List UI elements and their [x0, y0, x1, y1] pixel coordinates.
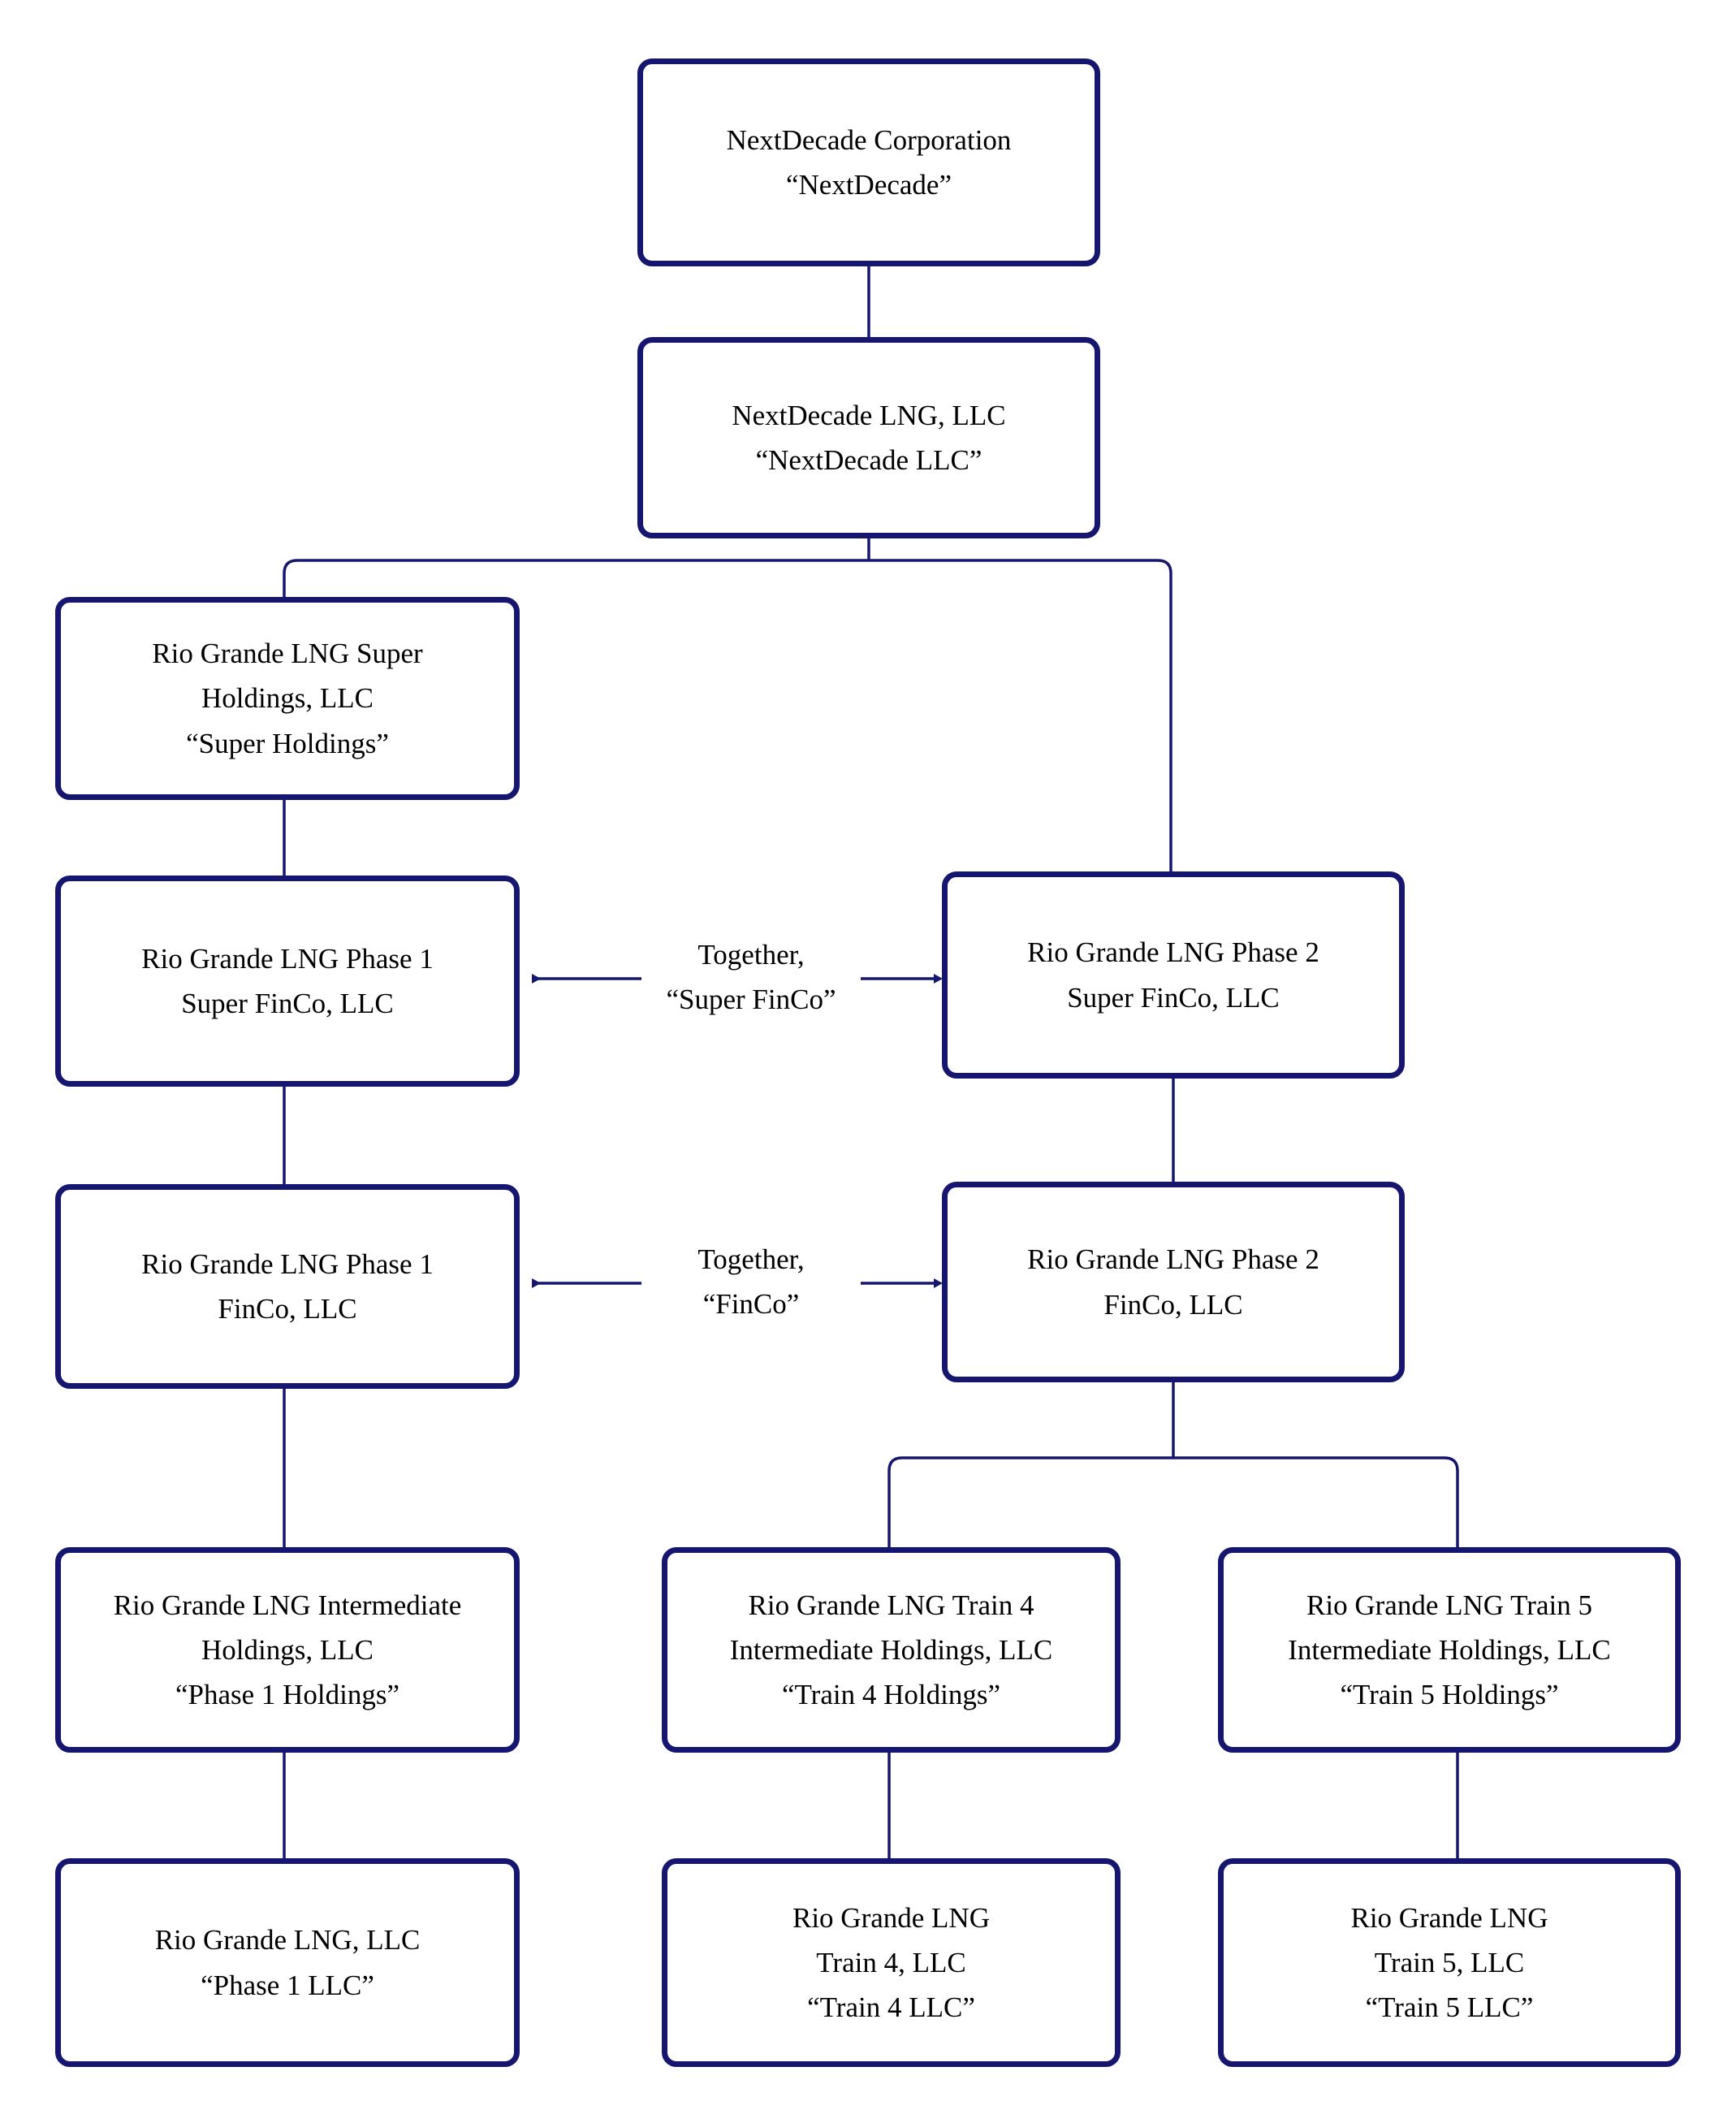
node-line: NextDecade Corporation: [726, 123, 1012, 156]
node-line: Rio Grande LNG Train 5: [1306, 1589, 1592, 1621]
node-line: “Train 5 Holdings”: [1340, 1679, 1559, 1711]
node-line: Rio Grande LNG Phase 2: [1027, 1243, 1319, 1276]
node-line: Train 5, LLC: [1374, 1946, 1525, 1978]
node-train-4-llc[interactable]: Rio Grande LNG Train 4, LLC “Train 4 LLC…: [662, 1858, 1121, 2067]
edge-label-line: “Super FinCo”: [666, 984, 836, 1016]
edge-label-finco-together: Together, “FinCo”: [637, 1237, 865, 1327]
node-line: Rio Grande LNG Phase 1: [141, 942, 434, 975]
node-line: Rio Grande LNG, LLC: [154, 1924, 421, 1957]
node-line: Rio Grande LNG: [1350, 1901, 1548, 1934]
node-line: “NextDecade”: [785, 169, 952, 201]
node-train-4-holdings[interactable]: Rio Grande LNG Train 4 Intermediate Hold…: [662, 1547, 1121, 1753]
node-line: Super FinCo, LLC: [1067, 981, 1280, 1014]
node-train-5-holdings[interactable]: Rio Grande LNG Train 5 Intermediate Hold…: [1218, 1547, 1681, 1753]
node-line: Train 4, LLC: [816, 1946, 966, 1978]
node-line: Rio Grande LNG Intermediate: [113, 1589, 462, 1621]
node-line: “Phase 1 LLC”: [201, 1969, 374, 2001]
edge-label-super-finco-together: Together, “Super FinCo”: [637, 932, 865, 1023]
node-line: “NextDecade LLC”: [755, 444, 982, 476]
node-line: “Train 4 Holdings”: [782, 1679, 1000, 1711]
edge-label-line: “FinCo”: [702, 1288, 800, 1321]
node-nextdecade-lng-llc[interactable]: NextDecade LNG, LLC “NextDecade LLC”: [637, 337, 1100, 538]
node-line: “Super Holdings”: [186, 727, 389, 759]
node-line: Rio Grande LNG Phase 1: [141, 1247, 434, 1280]
node-line: FinCo, LLC: [1103, 1288, 1243, 1321]
node-super-holdings[interactable]: Rio Grande LNG Super Holdings, LLC “Supe…: [55, 597, 520, 800]
node-line: Holdings, LLC: [201, 682, 374, 715]
node-line: Intermediate Holdings, LLC: [729, 1633, 1053, 1666]
node-phase-1-super-finco[interactable]: Rio Grande LNG Phase 1 Super FinCo, LLC: [55, 876, 520, 1087]
node-line: NextDecade LNG, LLC: [732, 399, 1006, 431]
node-line: “Train 4 LLC”: [807, 1991, 975, 2024]
node-phase-1-llc[interactable]: Rio Grande LNG, LLC “Phase 1 LLC”: [55, 1858, 520, 2067]
node-line: FinCo, LLC: [218, 1293, 357, 1325]
node-phase-2-super-finco[interactable]: Rio Grande LNG Phase 2 Super FinCo, LLC: [942, 871, 1405, 1079]
node-line: Super FinCo, LLC: [181, 988, 394, 1019]
node-line: Rio Grande LNG Phase 2: [1027, 936, 1319, 969]
node-phase-2-finco[interactable]: Rio Grande LNG Phase 2 FinCo, LLC: [942, 1182, 1405, 1382]
edge-label-line: Together,: [697, 1243, 805, 1275]
node-line: “Train 5 LLC”: [1365, 1991, 1534, 2024]
node-line: Holdings, LLC: [201, 1633, 374, 1666]
node-line: “Phase 1 Holdings”: [175, 1679, 400, 1711]
node-nextdecade-corporation[interactable]: NextDecade Corporation “NextDecade”: [637, 58, 1100, 266]
node-line: Rio Grande LNG Super: [152, 638, 423, 670]
node-line: Intermediate Holdings, LLC: [1288, 1633, 1611, 1666]
edge-split-trains: [887, 1456, 1459, 1547]
edge-label-line: Together,: [697, 939, 805, 971]
node-phase-1-holdings[interactable]: Rio Grande LNG Intermediate Holdings, LL…: [55, 1547, 520, 1753]
node-phase-1-finco[interactable]: Rio Grande LNG Phase 1 FinCo, LLC: [55, 1184, 520, 1389]
node-train-5-llc[interactable]: Rio Grande LNG Train 5, LLC “Train 5 LLC…: [1218, 1858, 1681, 2067]
node-line: Rio Grande LNG Train 4: [748, 1589, 1034, 1621]
node-line: Rio Grande LNG: [792, 1901, 990, 1934]
